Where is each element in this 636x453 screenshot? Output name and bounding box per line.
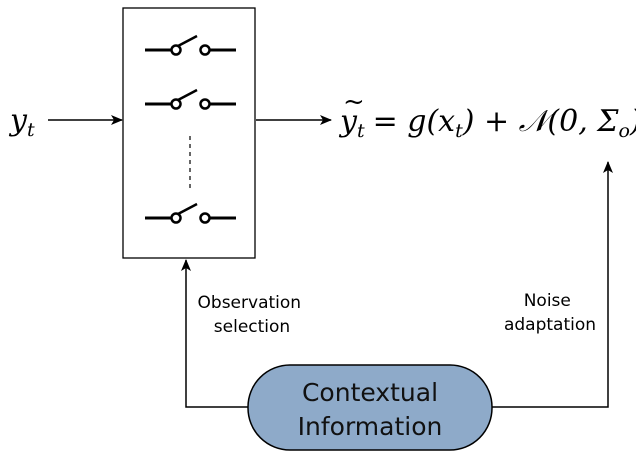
output-equation: ~ yt= g(xt) + 𝒩(0, Σo): [338, 87, 636, 142]
noise-adaptation-label: Noise adaptation: [504, 291, 596, 335]
switch-icon: [145, 88, 236, 110]
observation-selection-arrow: [181, 259, 248, 408]
context-line1: Contextual: [302, 378, 438, 407]
switch-icon: [145, 34, 236, 56]
observation-selection-label: Observation selection: [198, 293, 307, 337]
contextual-information-node: Contextual Information: [247, 364, 493, 451]
output-tilde: ~: [343, 87, 365, 117]
svg-text:yt= g(xt) + 𝒩(0, Σo): yt= g(xt) + 𝒩(0, Σo): [338, 104, 636, 142]
switch-icon: [145, 202, 236, 224]
switch-block: [122, 7, 256, 259]
context-line2: Information: [298, 412, 443, 441]
noise-adaptation-arrow: [492, 161, 613, 408]
switch-box: [122, 7, 256, 259]
input-label: yt: [8, 103, 35, 141]
